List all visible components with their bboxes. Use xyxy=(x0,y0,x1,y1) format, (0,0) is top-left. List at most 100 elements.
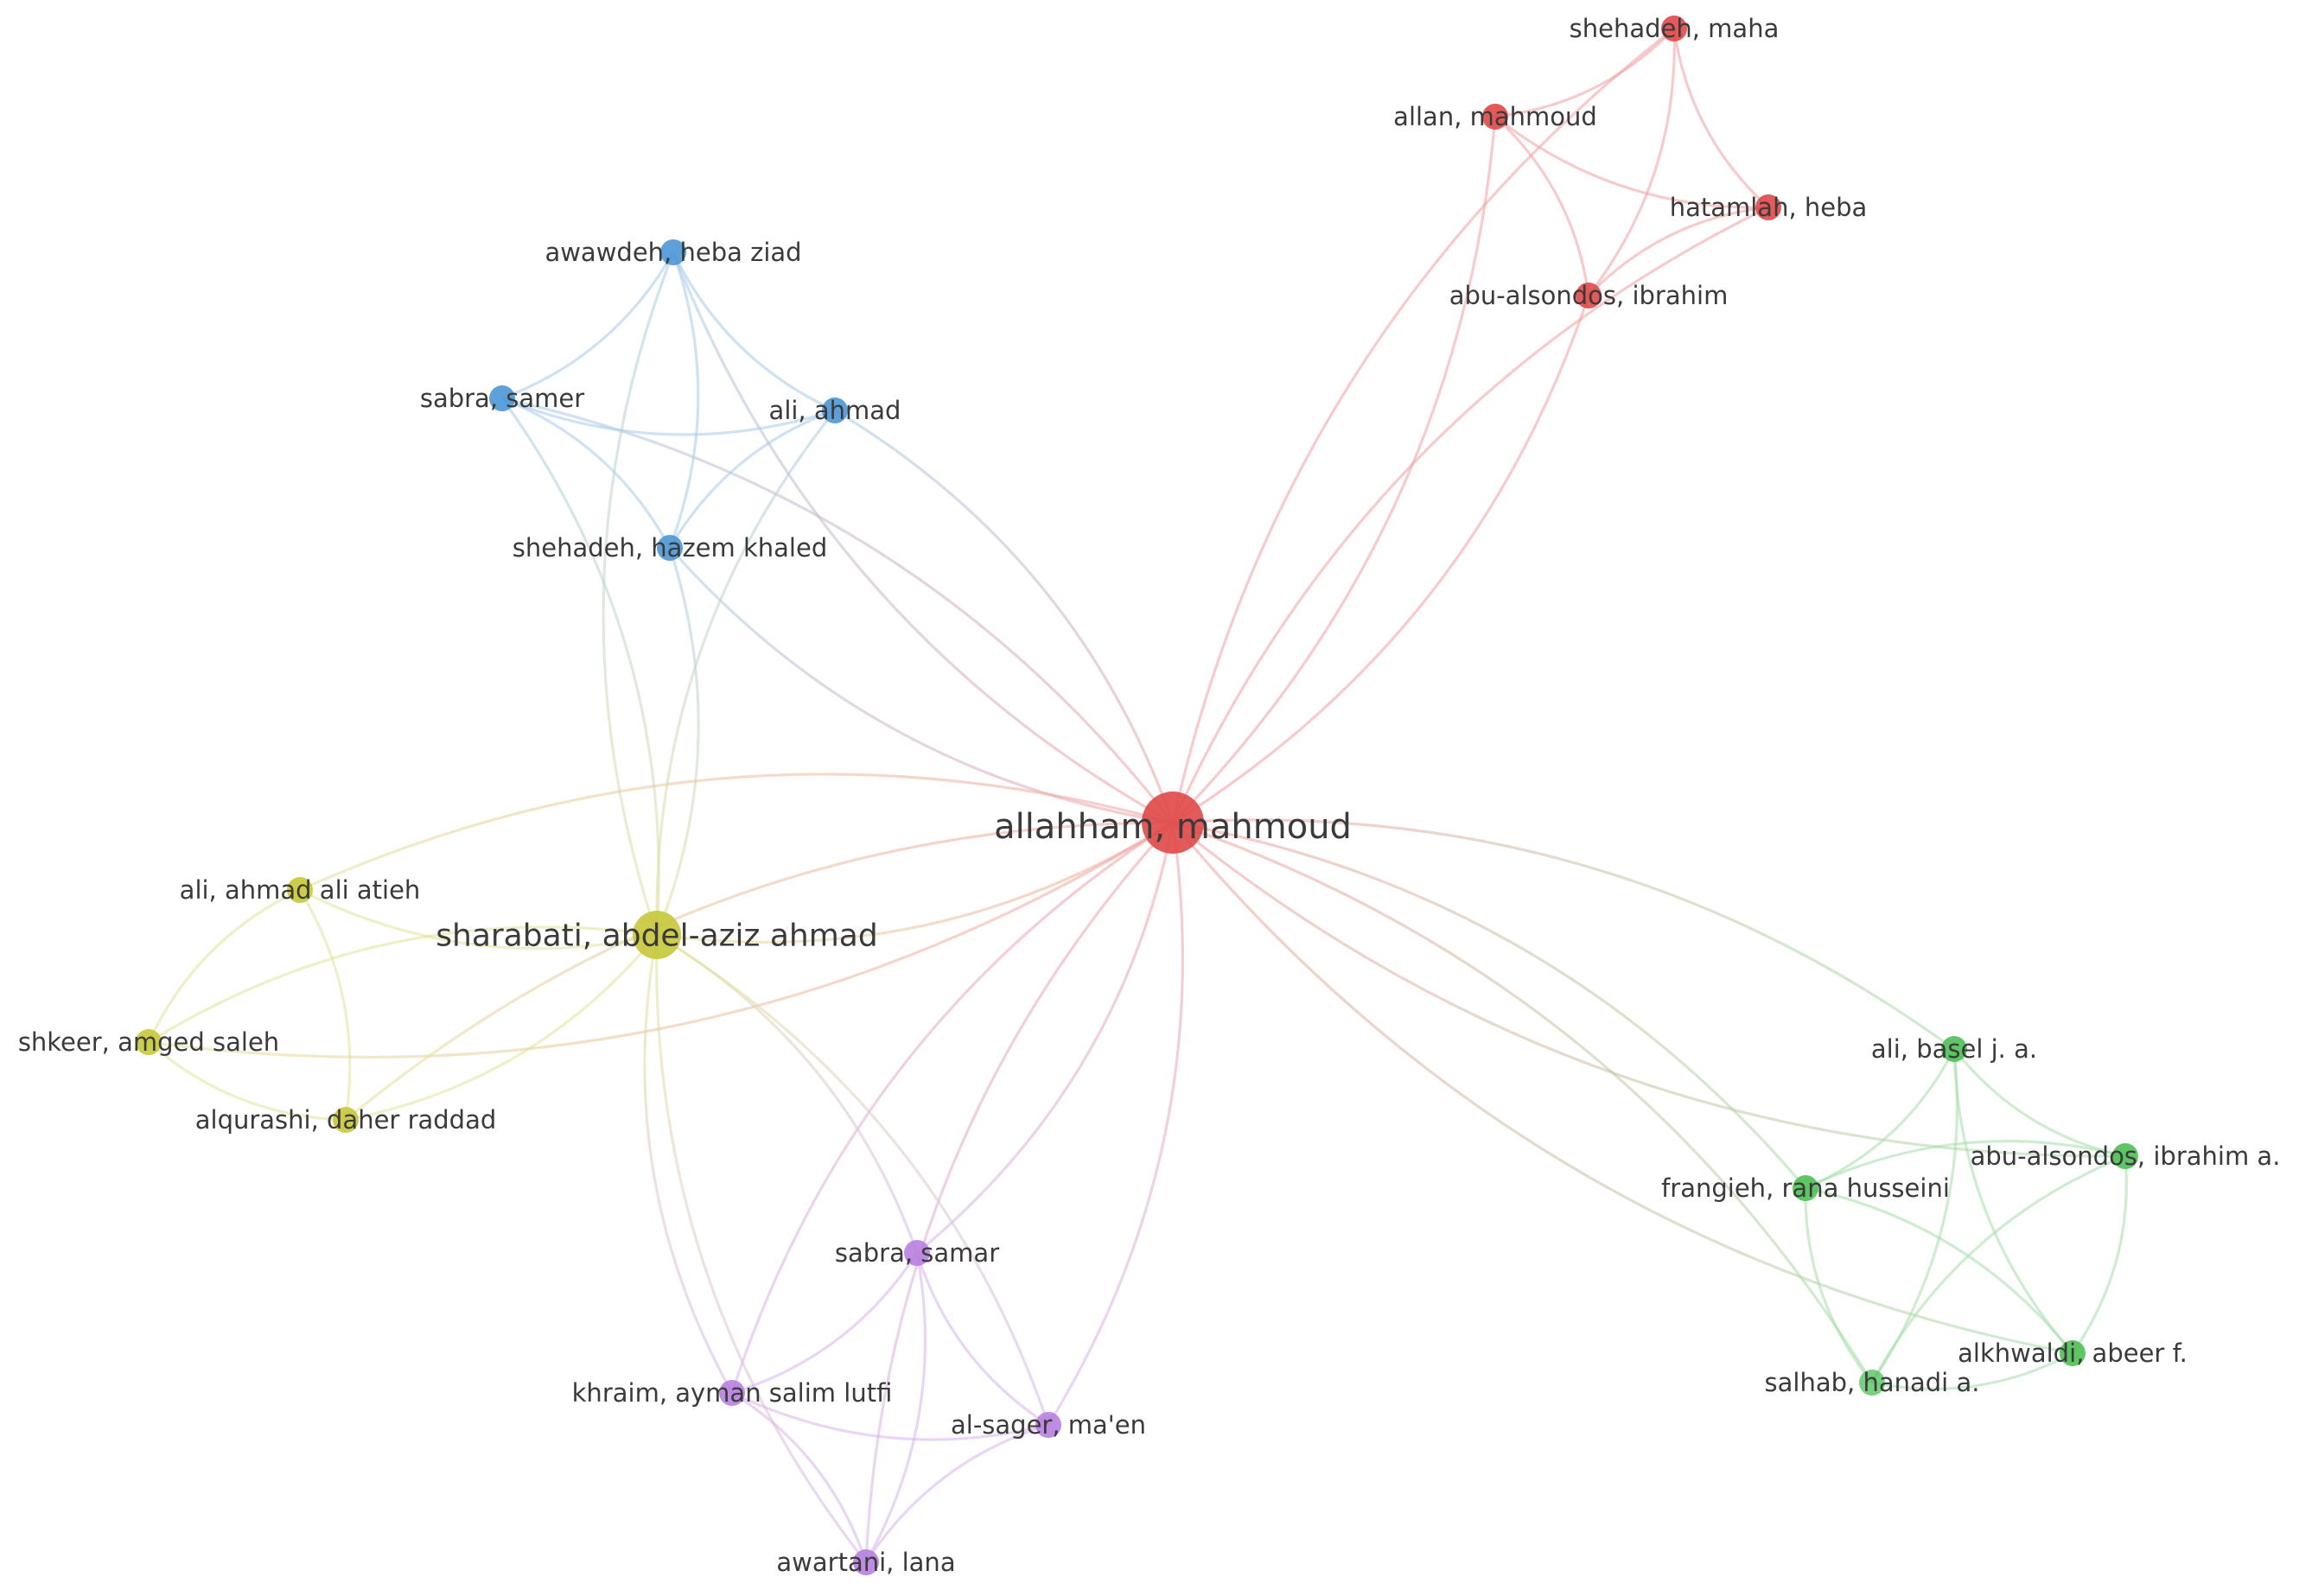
label-allan: allan, mahmoud xyxy=(1393,102,1597,131)
node-sabra-samar[interactable] xyxy=(904,1240,930,1266)
edge-ali_atieh-shkeer xyxy=(147,888,301,1043)
node-alkhwaldi[interactable] xyxy=(2060,1340,2086,1366)
label-sabra-samar: sabra, samar xyxy=(835,1238,999,1268)
label-ali-ahmad: ali, ahmad xyxy=(769,396,901,425)
edge-khraim-alsager xyxy=(731,1391,1049,1441)
edge-shkeer-alqurashi xyxy=(147,1040,347,1122)
edge-allan-hatamlah xyxy=(1494,115,1769,209)
edge-allahham-shehadeh_maha xyxy=(1171,27,1675,823)
node-ali-basel[interactable] xyxy=(1941,1036,1967,1062)
edge-shehadeh_maha-hatamlah xyxy=(1672,28,1770,209)
edge-allahham-khraim xyxy=(730,821,1174,1394)
edge-allahham-ali_basel xyxy=(1172,818,1955,1051)
edge-awawdeh-ali_ahmad xyxy=(672,251,836,412)
node-shkeer[interactable] xyxy=(136,1029,162,1055)
label-hatamlah: hatamlah, heba xyxy=(1670,193,1868,222)
label-sharabati: sharabati, abdel-aziz ahmad xyxy=(436,919,877,954)
label-abu-ibrahim-a: abu-alsondos, ibrahim a. xyxy=(1971,1141,2281,1171)
edge-sharabati-shehadeh_hazem xyxy=(655,547,700,936)
edge-sharabati-awawdeh xyxy=(602,251,675,936)
edge-ali_basel-salhab xyxy=(1870,1048,1959,1383)
edge-allahham-hatamlah xyxy=(1171,206,1769,823)
label-abu-ibrahim: abu-alsondos, ibrahim xyxy=(1449,281,1729,310)
label-sabra-samer: sabra, samer xyxy=(420,384,584,413)
edge-sharabati-alqurashi xyxy=(345,933,659,1122)
node-frangieh[interactable] xyxy=(1793,1175,1818,1201)
edge-allahham-sharabati xyxy=(656,821,1174,944)
node-shehadeh-maha[interactable] xyxy=(1661,16,1687,41)
edge-abu_ibrahim_a-salhab xyxy=(1870,1154,2126,1383)
label-shehadeh-hazem: shehadeh, hazem khaled xyxy=(513,533,827,563)
node-abu-ibrahim[interactable] xyxy=(1576,283,1602,308)
edge-awawdeh-sabra_samer xyxy=(501,251,675,400)
edge-alsager-awartani xyxy=(864,1423,1049,1563)
edge-allahham-frangieh xyxy=(1172,821,1807,1190)
node-awawdeh[interactable] xyxy=(660,239,686,265)
label-allahham: allahham, mahmoud xyxy=(994,807,1352,847)
label-alsager: al-sager, ma'en xyxy=(951,1410,1146,1440)
edge-allan-abu_ibrahim xyxy=(1493,115,1590,296)
node-abu-ibrahim-a[interactable] xyxy=(2112,1143,2138,1169)
edge-allahham-awartani xyxy=(864,821,1175,1563)
edge-sharabati-khraim xyxy=(643,934,734,1394)
edge-khraim-awartani xyxy=(731,1391,868,1563)
edge-ali_ahmad-shehadeh_hazem xyxy=(668,409,836,549)
edge-abu_ibrahim_a-frangieh xyxy=(1805,1140,2126,1190)
edge-sharabati-ali_atieh xyxy=(299,888,658,951)
node-salhab[interactable] xyxy=(1859,1370,1885,1396)
edge-sharabati-shkeer xyxy=(148,925,658,1044)
edge-sabra_samer-shehadeh_hazem xyxy=(501,397,672,549)
node-sabra-samer[interactable] xyxy=(489,385,515,411)
edge-sharabati-awartani xyxy=(655,934,868,1563)
node-alsager[interactable] xyxy=(1035,1412,1061,1438)
edge-allahham-ali_ahmad xyxy=(834,409,1175,823)
label-ali-basel: ali, basel j. a. xyxy=(1871,1034,2037,1064)
label-alqurashi: alqurashi, daher raddad xyxy=(195,1105,497,1135)
edge-sabra_samar-khraim xyxy=(731,1252,919,1395)
node-khraim[interactable] xyxy=(719,1380,745,1406)
node-sharabati[interactable] xyxy=(633,911,681,959)
edge-allahham-shkeer xyxy=(148,821,1174,1059)
edge-awawdeh-shehadeh_hazem xyxy=(668,251,700,549)
node-ali-atieh[interactable] xyxy=(287,877,313,903)
edges-layer xyxy=(147,27,2128,1563)
node-ali-ahmad[interactable] xyxy=(822,397,848,423)
edge-allahham-alqurashi xyxy=(344,821,1174,1122)
edge-shehadeh_maha-abu_ibrahim xyxy=(1587,28,1676,296)
edge-sharabati-alsager xyxy=(656,933,1050,1426)
edge-allahham-allan xyxy=(1171,116,1497,824)
node-alqurashi[interactable] xyxy=(333,1107,359,1133)
edge-sharabati-sabra_samer xyxy=(500,397,660,936)
edge-sabra_samar-awartani xyxy=(864,1252,927,1563)
label-shehadeh-maha: shehadeh, maha xyxy=(1570,14,1780,43)
node-allan[interactable] xyxy=(1482,104,1508,130)
node-awartani[interactable] xyxy=(853,1549,879,1575)
edge-hatamlah-abu_ibrahim xyxy=(1587,206,1769,297)
edge-allahham-shehadeh_hazem xyxy=(668,546,1174,824)
edge-sabra_samer-ali_ahmad xyxy=(501,397,836,436)
label-salhab: salhab, hanadi a. xyxy=(1765,1368,1980,1397)
edge-abu_ibrahim_a-alkhwaldi xyxy=(2071,1155,2128,1354)
label-frangieh: frangieh, rana husseini xyxy=(1661,1173,1950,1203)
edge-sharabati-sabra_samar xyxy=(656,933,919,1254)
nodes-layer xyxy=(136,16,2138,1575)
label-khraim: khraim, ayman salim lutfi xyxy=(572,1378,893,1408)
edge-frangieh-salhab xyxy=(1804,1187,1874,1383)
edge-allahham-abu_ibrahim_a xyxy=(1171,821,2126,1158)
edge-allahham-awawdeh xyxy=(672,251,1174,824)
edge-ali_basel-abu_ibrahim_a xyxy=(1952,1048,2126,1158)
node-allahham[interactable] xyxy=(1142,792,1204,854)
edge-ali_basel-frangieh xyxy=(1805,1048,1956,1190)
edge-allahham-ali_atieh xyxy=(299,773,1174,892)
node-hatamlah[interactable] xyxy=(1755,194,1781,220)
label-awawdeh: awawdeh, heba ziad xyxy=(544,238,801,267)
labels-layer: allahham, mahmoud shehadeh, maha allan, ma… xyxy=(18,14,2281,1577)
edge-allahham-salhab xyxy=(1172,821,1874,1383)
edge-shehadeh_maha-allan xyxy=(1494,27,1676,118)
node-shehadeh-hazem[interactable] xyxy=(657,535,683,561)
edge-allahham-sabra_samar xyxy=(915,822,1175,1255)
label-ali-atieh: ali, ahmad ali atieh xyxy=(180,875,421,905)
edge-sabra_samar-alsager xyxy=(915,1252,1049,1427)
